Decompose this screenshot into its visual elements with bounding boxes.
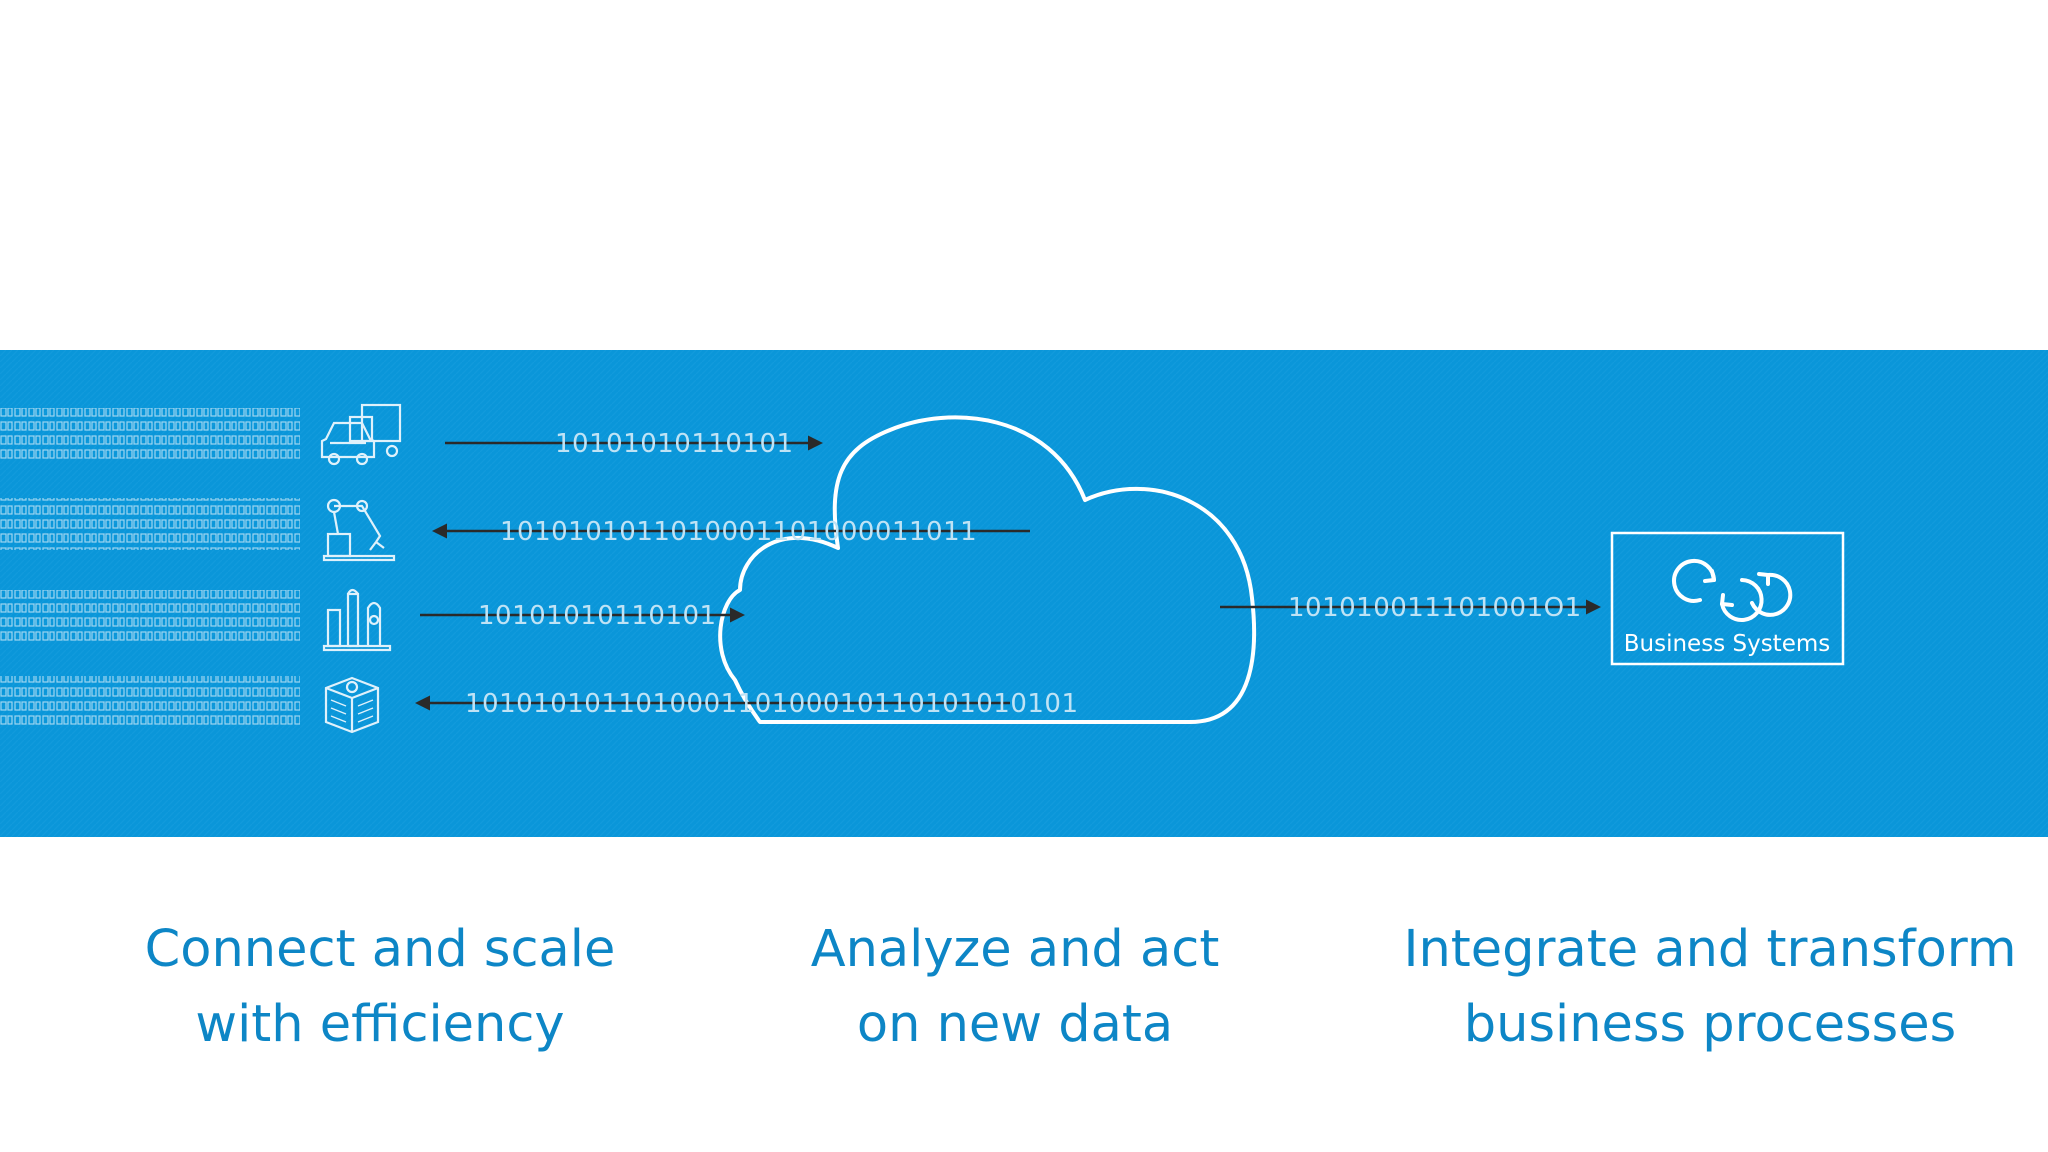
data-strip-4 bbox=[0, 676, 300, 728]
caption-2-line-2: on new data bbox=[856, 995, 1174, 1054]
stream-3-bits: 10101010110101 bbox=[478, 601, 717, 631]
caption-connect-scale: Connect and scale with efficiency bbox=[90, 912, 670, 1062]
stream-arrows bbox=[415, 435, 1601, 711]
factory-icon bbox=[322, 588, 392, 652]
data-strip-1 bbox=[0, 408, 300, 460]
building-icon bbox=[324, 676, 380, 734]
band-texture bbox=[0, 350, 2048, 837]
output-stream-bits: 101010011101001O1 bbox=[1288, 593, 1582, 623]
iot-diagram: 10101010110101 1010101011010001101000011… bbox=[0, 350, 2048, 837]
robot-arm-icon bbox=[322, 498, 396, 562]
business-systems-label: Business Systems bbox=[1624, 631, 1830, 657]
caption-3-line-2: business processes bbox=[1463, 995, 1957, 1054]
business-systems-box: Business Systems bbox=[1610, 531, 1845, 666]
stream-2-bits: 1010101011010001101000011011 bbox=[500, 517, 977, 547]
data-strip-3 bbox=[0, 590, 300, 642]
stream-1-bits: 10101010110101 bbox=[555, 429, 794, 459]
caption-integrate-transform: Integrate and transform business process… bbox=[1375, 912, 2045, 1062]
caption-1-line-2: with efficiency bbox=[195, 995, 565, 1054]
vehicles-icon bbox=[320, 403, 402, 466]
stream-4-bits: 101010101101000110100010110101010101 bbox=[465, 689, 1079, 719]
caption-2-line-1: Analyze and act bbox=[810, 920, 1220, 979]
caption-3-line-1: Integrate and transform bbox=[1403, 920, 2017, 979]
caption-analyze-act: Analyze and act on new data bbox=[725, 912, 1305, 1062]
data-strip-2 bbox=[0, 498, 300, 550]
caption-1-line-1: Connect and scale bbox=[144, 920, 616, 979]
cycle-arrows-icon bbox=[1672, 558, 1793, 622]
iot-diagram-band: 10101010110101 1010101011010001101000011… bbox=[0, 350, 2048, 837]
left-data-streams bbox=[0, 408, 300, 728]
